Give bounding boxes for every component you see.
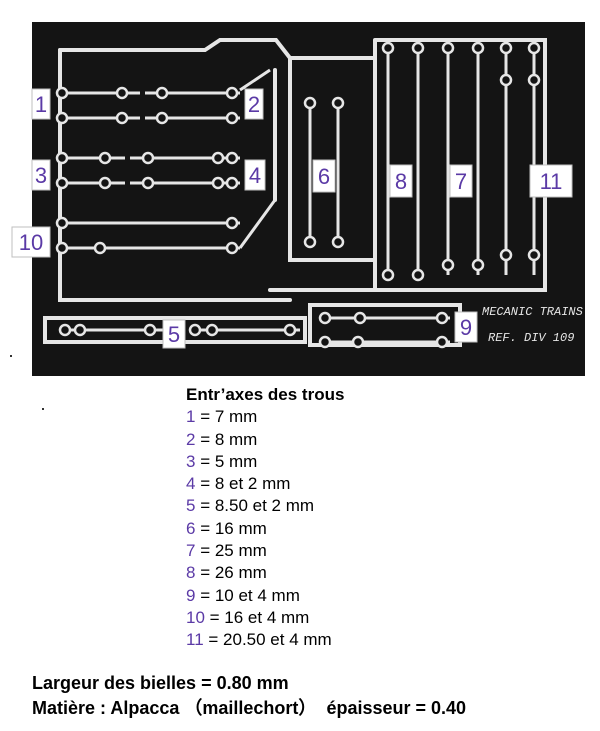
legend-row-number: 4 <box>186 474 196 494</box>
legend-row-number: 7 <box>186 541 196 561</box>
legend-row-value: = 8.50 et 2 mm <box>195 496 315 516</box>
label-11: 11 <box>540 169 563 194</box>
ref-text: REF. DIV 109 <box>488 331 574 345</box>
legend-row-value: = 16 et 4 mm <box>204 607 310 627</box>
legend-row-number: 8 <box>186 563 196 583</box>
width-note: Largeur des bielles = 0.80 mm <box>32 673 289 693</box>
thickness-text: épaisseur = 0.40 <box>326 698 467 718</box>
legend-row-number: 9 <box>186 585 196 605</box>
legend-row-value: = 16 mm <box>195 518 267 538</box>
legend-row: 2 = 8 mm <box>186 429 344 451</box>
legend-row: 3 = 5 mm <box>186 451 344 473</box>
legend-row-number: 10 <box>186 607 205 627</box>
label-7: 7 <box>455 169 467 194</box>
legend-row-value: = 8 mm <box>195 429 258 449</box>
legend-row-value: = 8 et 2 mm <box>195 474 291 494</box>
label-3: 3 <box>35 163 47 188</box>
legend-row: 9 = 10 et 4 mm <box>186 585 344 607</box>
label-2: 2 <box>248 92 260 117</box>
material-note: Matière : Alpacca （maillechort） épaisseu… <box>32 696 466 721</box>
legend-row-value: = 10 et 4 mm <box>195 585 300 605</box>
legend-row: 6 = 16 mm <box>186 518 344 540</box>
legend-row-value: = 20.50 et 4 mm <box>203 630 332 650</box>
legend-row: 10 = 16 et 4 mm <box>186 607 344 629</box>
label-6: 6 <box>318 164 330 189</box>
legend-row: 8 = 26 mm <box>186 562 344 584</box>
legend-row-number: 11 <box>186 630 204 650</box>
legend-row-value: = 25 mm <box>195 541 267 561</box>
legend-row: 5 = 8.50 et 2 mm <box>186 495 344 517</box>
label-8: 8 <box>395 169 407 194</box>
legend-row-number: 1 <box>186 407 196 427</box>
label-10: 10 <box>19 230 43 255</box>
material-text: Matière : Alpacca （maillechort） <box>32 698 317 718</box>
legend-row-number: 5 <box>186 496 196 516</box>
footer-notes: Largeur des bielles = 0.80 mm Matière : … <box>32 671 466 721</box>
label-5: 5 <box>168 322 180 347</box>
legend-row: 11 = 20.50 et 4 mm <box>186 629 344 651</box>
legend-title: Entr’axes des trous <box>186 385 345 404</box>
legend-row: 1 = 7 mm <box>186 406 344 428</box>
legend-row: 7 = 25 mm <box>186 540 344 562</box>
label-4: 4 <box>249 163 261 188</box>
label-1: 1 <box>35 92 47 117</box>
legend-row-value: = 26 mm <box>195 563 267 583</box>
etched-fret-photo: 1 2 3 4 10 5 6 8 7 9 11 MECANIC TRAINS R… <box>11 22 585 376</box>
legend-row-number: 3 <box>186 451 196 471</box>
legend-row-number: 2 <box>186 429 196 449</box>
legend-row: 4 = 8 et 2 mm <box>186 473 344 495</box>
legend-row-number: 6 <box>186 518 196 538</box>
speck <box>10 355 12 357</box>
label-9: 9 <box>460 315 472 340</box>
brand-text: MECANIC TRAINS <box>482 305 583 319</box>
legend-row-value: = 5 mm <box>195 451 258 471</box>
legend-row-value: = 7 mm <box>195 407 258 427</box>
speck <box>42 408 44 410</box>
